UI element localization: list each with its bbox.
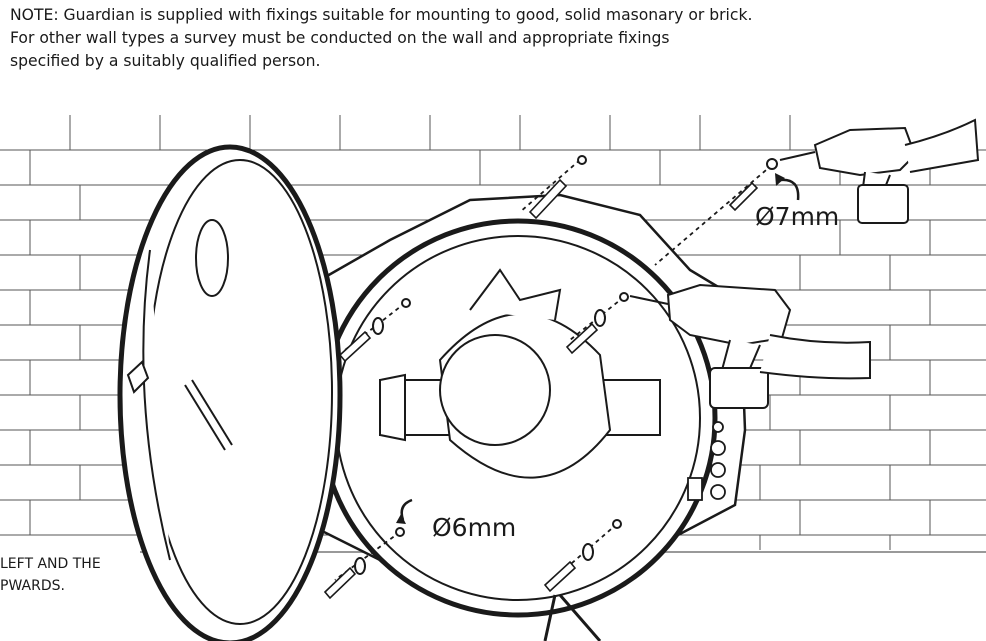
- cabinet-door: [117, 144, 343, 641]
- cropped-instruction-text: LEFT AND THE PWARDS.: [0, 553, 101, 597]
- drill-holes: [354, 155, 778, 575]
- drill-size-bottom-label: Ø6mm: [432, 513, 517, 542]
- cabinet-side-panel: [687, 421, 726, 501]
- note-line-1: NOTE: Guardian is supplied with fixings …: [10, 6, 753, 24]
- mounting-note: NOTE: Guardian is supplied with fixings …: [10, 4, 970, 73]
- cropped-instruction-line-2: PWARDS.: [0, 578, 65, 594]
- drill-top: [779, 118, 980, 224]
- note-line-3: specified by a suitably qualified person…: [10, 52, 321, 70]
- fixing-screws: [323, 178, 759, 600]
- drill-size-top-label: Ø7mm: [755, 202, 840, 231]
- drill-middle: [629, 283, 871, 409]
- note-line-2: For other wall types a survey must be co…: [10, 29, 670, 47]
- cabinet-interior: [379, 268, 661, 479]
- pointer-lines: [543, 594, 602, 641]
- cropped-instruction-line-1: LEFT AND THE: [0, 556, 101, 572]
